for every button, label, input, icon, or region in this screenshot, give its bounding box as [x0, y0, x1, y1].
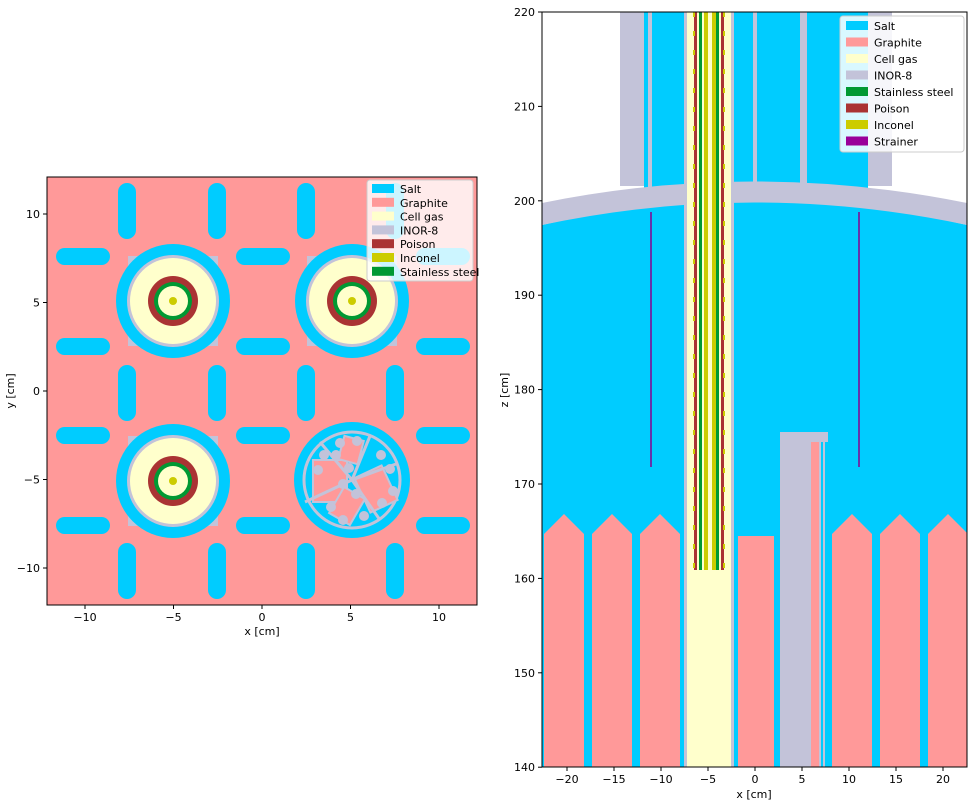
right-x-tick-label-0: −20 [555, 773, 578, 786]
left-y-tick-label-1: 5 [33, 297, 40, 310]
right-legend-label-4: Stainless steel [874, 86, 953, 99]
left-legend-swatch-6 [372, 266, 394, 276]
left-legend-swatch-4 [372, 239, 394, 249]
xz-cross-section-plot: −20 −15 −10 −5 0 5 10 15 20 220 210 200 190 180 170 16… [498, 6, 968, 801]
right-legend-swatch-7 [846, 136, 868, 146]
right-x-tick-label-3: −5 [700, 773, 716, 786]
right-y-axis-label: z [cm] [498, 373, 511, 408]
right-legend-label-5: Poison [874, 103, 909, 116]
right-legend-label-1: Graphite [874, 37, 922, 50]
right-x-tick-label-5: 5 [799, 773, 806, 786]
left-x-tick-label-1: −5 [165, 611, 181, 624]
left-x-tick-label-0: −10 [73, 611, 96, 624]
left-legend-swatch-2 [372, 211, 394, 221]
right-legend-swatch-5 [846, 103, 868, 113]
right-legend-swatch-0 [846, 21, 868, 30]
right-y-ticks: 220 210 200 190 180 170 160 150 140 [514, 6, 542, 774]
right-y-tick-label-0: 220 [514, 6, 535, 19]
left-y-tick-label-4: −10 [17, 562, 40, 575]
left-legend-label-6: Stainless steel [400, 266, 479, 279]
sample-basket-cell [294, 422, 410, 538]
left-legend-swatch-0 [372, 184, 394, 193]
left-y-axis-label: y [cm] [4, 373, 17, 408]
vessel-head [542, 181, 967, 225]
right-x-tick-label-7: 15 [889, 773, 903, 786]
left-legend-label-0: Salt [400, 183, 422, 196]
left-x-tick-label-4: 10 [432, 611, 446, 624]
right-x-tick-label-1: −15 [602, 773, 625, 786]
right-legend-label-6: Inconel [874, 119, 914, 132]
control-rod-cell-top-left [116, 244, 230, 358]
left-legend-swatch-3 [372, 225, 394, 235]
left-legend-label-3: INOR-8 [400, 224, 438, 237]
right-legend-swatch-3 [846, 70, 868, 80]
right-y-tick-label-7: 150 [514, 667, 535, 680]
left-legend-label-4: Poison [400, 238, 435, 251]
left-y-ticks: 10 5 0 −5 −10 [17, 208, 47, 575]
right-y-tick-label-4: 180 [514, 384, 535, 397]
right-legend-box [839, 15, 965, 153]
right-x-ticks: −20 −15 −10 −5 0 5 10 15 20 [555, 767, 950, 786]
left-x-ticks: −10 −5 0 5 10 [73, 605, 446, 624]
left-legend-swatch-1 [372, 197, 394, 207]
right-legend-swatch-4 [846, 87, 868, 96]
left-x-axis-label: x [cm] [244, 625, 279, 638]
right-y-tick-label-1: 210 [514, 100, 535, 113]
right-x-tick-label-6: 10 [842, 773, 856, 786]
left-x-tick-label-2: 0 [259, 611, 266, 624]
right-legend-label-0: Salt [874, 20, 896, 33]
right-x-tick-label-4: 0 [752, 773, 759, 786]
right-legend-swatch-6 [846, 120, 868, 129]
right-legend-label-3: INOR-8 [874, 70, 912, 83]
right-legend-swatch-2 [846, 54, 868, 63]
left-y-tick-label-3: −5 [24, 474, 40, 487]
right-x-tick-label-2: −10 [649, 773, 672, 786]
left-y-tick-label-2: 0 [33, 385, 40, 398]
right-y-tick-label-2: 200 [514, 195, 535, 208]
left-legend-label-2: Cell gas [400, 211, 444, 224]
left-legend-swatch-5 [372, 253, 394, 262]
right-x-axis-label: x [cm] [736, 788, 771, 801]
right-legend-label-2: Cell gas [874, 53, 918, 66]
left-legend-label-5: Inconel [400, 252, 440, 265]
xz-geometry [542, 12, 967, 767]
xy-cross-section-plot: −10 −5 0 5 10 10 5 0 −5 −10 x [cm] y [cm] SaltGr… [4, 176, 479, 638]
sample-tube [780, 432, 828, 767]
control-rod-thimble [684, 12, 734, 767]
left-y-tick-label-0: 10 [26, 208, 40, 221]
right-y-tick-label-6: 160 [514, 572, 535, 585]
right-y-tick-label-8: 140 [514, 761, 535, 774]
graphite-stringers [544, 514, 967, 767]
right-y-tick-label-3: 190 [514, 289, 535, 302]
left-legend-label-1: Graphite [400, 197, 448, 210]
left-x-tick-label-3: 5 [347, 611, 354, 624]
control-rod-cell-bottom-left [116, 424, 230, 538]
right-legend-label-7: Strainer [874, 136, 918, 149]
salt-channels [56, 183, 470, 599]
upper-inor-left [620, 12, 644, 186]
salt-gaps [584, 536, 928, 767]
right-legend-swatch-1 [846, 37, 868, 47]
right-x-tick-label-8: 20 [936, 773, 950, 786]
right-y-tick-label-5: 170 [514, 478, 535, 491]
